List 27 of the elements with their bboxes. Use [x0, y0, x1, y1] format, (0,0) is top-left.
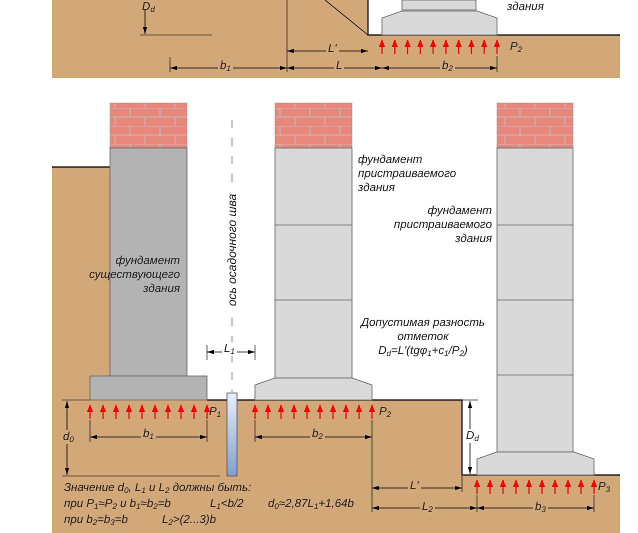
dimension-label: L$_{2}$ — [420, 500, 435, 514]
dimension-label: L$_{1}$ — [222, 342, 237, 356]
seam-axis-label: ось осадочного шва — [225, 190, 239, 310]
dimension-label: здания — [506, 0, 545, 14]
annotation-text: фундамент существующего здания — [88, 254, 181, 296]
dimension-label: P$_{2}$ — [378, 405, 392, 419]
dimension-label: b$_{1}$ — [141, 427, 156, 441]
note-text: d$_{0}$≈2,87L$_{1}$+1,64b — [267, 497, 355, 511]
annotation-text: D$_{d}$=L'(tgφ$_{1}$+c$_{1}$/P$_{2}$) — [377, 344, 469, 358]
dimension-label: P$_{1}$ — [208, 405, 222, 419]
note-text: при P$_{1}$≈P$_{2}$ и b$_{1}$≈b$_{2}$=b — [63, 497, 172, 511]
dimension-label: D$_{d}$ — [141, 0, 156, 14]
dimension-label: b$_{2}$ — [440, 59, 455, 73]
note-text: L$_{2}$>(2...3)b — [161, 513, 218, 527]
note-text: Значение d$_{0}$, L$_{1}$ и L$_{2}$ должны быть: — [63, 481, 252, 495]
dimension-label: P$_{3}$ — [597, 480, 612, 494]
dimension-label: b$_{3}$ — [533, 500, 548, 514]
annotation-text: Допустимая разность отметок — [359, 316, 486, 344]
dimension-label: D$_{d}$ — [464, 429, 481, 443]
dimension-label: b$_{2}$ — [310, 427, 325, 441]
dimension-label: P$_{2}$ — [509, 40, 524, 54]
dimension-label: d$_{0}$ — [61, 430, 76, 444]
dimension-label: L$_{1}$<b/2 — [209, 497, 245, 511]
annotation-text: фундамент пристраиваемого здания — [392, 204, 493, 246]
note-text: при b$_{2}$=b$_{3}$=b — [63, 513, 129, 527]
dimension-label: b$_{1}$ — [218, 59, 233, 73]
annotation-text: фундамент пристраиваемого здания — [357, 153, 458, 195]
